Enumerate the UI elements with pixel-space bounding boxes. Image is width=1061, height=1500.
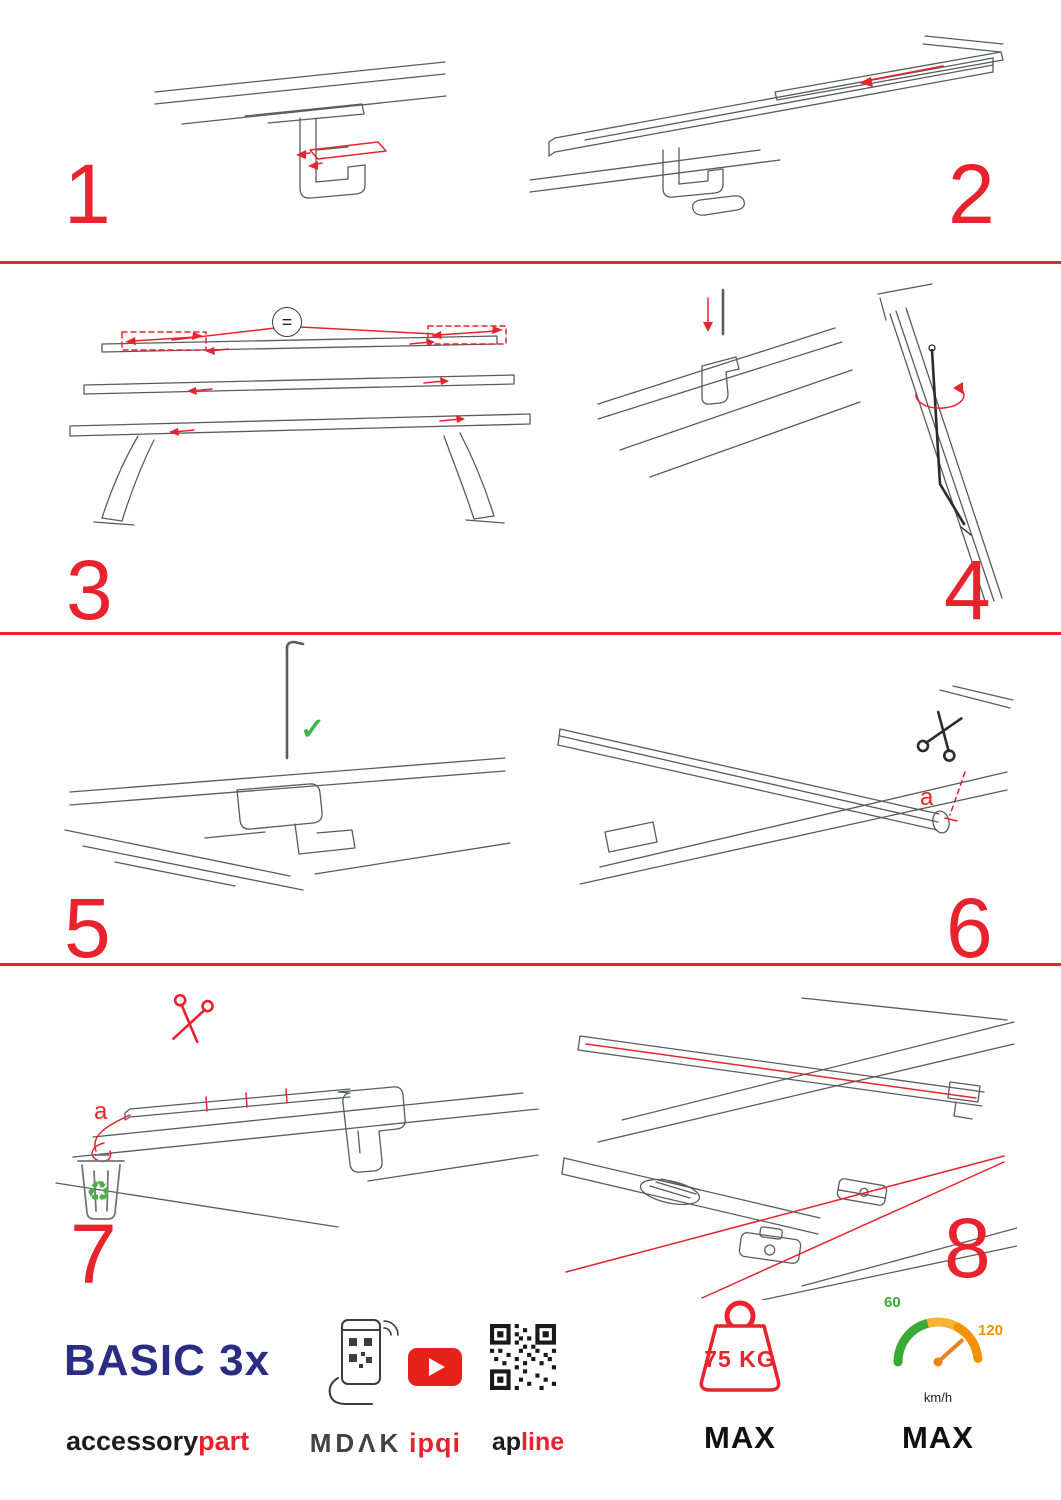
cut-label-a-step7: a [94, 1098, 108, 1125]
speed-low-label: 60 [884, 1294, 901, 1311]
apline-red: line [521, 1428, 565, 1456]
section-divider-2 [0, 632, 1061, 635]
speed-unit-label: km/h [923, 1390, 953, 1405]
brand-subtitle-black: accessory [66, 1426, 199, 1456]
scissors-icon [916, 710, 963, 762]
t-bolt-icon [738, 1226, 802, 1264]
speedometer-icon: 60 120 km/h [868, 1294, 1008, 1412]
apline-black: ap [491, 1428, 522, 1456]
mdak-logo: MDΛK [309, 1428, 403, 1458]
step-4-illustration [597, 283, 1003, 605]
weight-limit-icon: 75 KG [672, 1296, 808, 1404]
step-5-illustration [64, 640, 511, 891]
t-bolt-icon [836, 1178, 888, 1206]
allen-key-icon [928, 344, 972, 536]
qr-code-icon [490, 1324, 556, 1390]
brand-subtitle-red: part [198, 1426, 250, 1456]
brand-subtitle: accessorypart [66, 1426, 249, 1457]
step-7-illustration [55, 993, 539, 1228]
speed-max-label: MAX [902, 1420, 974, 1455]
cut-label-a-step6: a [920, 784, 934, 811]
step-8-illustration [561, 997, 1017, 1300]
ipqi-logo: ipqi [409, 1428, 461, 1458]
step-4-number: 4 [944, 543, 991, 637]
step-6-illustration [557, 685, 1014, 885]
step-3-illustration [69, 325, 531, 526]
youtube-icon [408, 1348, 462, 1386]
step-5-number: 5 [64, 881, 111, 975]
step-1-illustration [154, 61, 447, 199]
step-1-number: 1 [64, 147, 111, 241]
recycle-icon: ♻ [86, 1176, 112, 1207]
equals-badge: = [272, 307, 302, 337]
weight-max-label: MAX [704, 1420, 776, 1455]
trash-icon [77, 1154, 125, 1220]
checkmark-icon: ✓ [300, 713, 326, 746]
brand-logo: BASIC 3x [64, 1336, 271, 1385]
step-3-number: 3 [66, 543, 113, 637]
step-2-illustration [529, 35, 1004, 216]
speed-high-label: 120 [978, 1322, 1004, 1339]
phone-qr-icon [328, 1319, 399, 1405]
step-6-number: 6 [946, 881, 993, 975]
scissors-icon [172, 993, 214, 1044]
step-2-number: 2 [948, 147, 995, 241]
apline-logo: apline [486, 1428, 570, 1457]
section-divider-1 [0, 261, 1061, 264]
section-divider-3 [0, 963, 1061, 966]
step-8-number: 8 [944, 1201, 991, 1295]
step-7-number: 7 [70, 1207, 117, 1301]
weight-limit-value: 75 KG [704, 1346, 776, 1372]
